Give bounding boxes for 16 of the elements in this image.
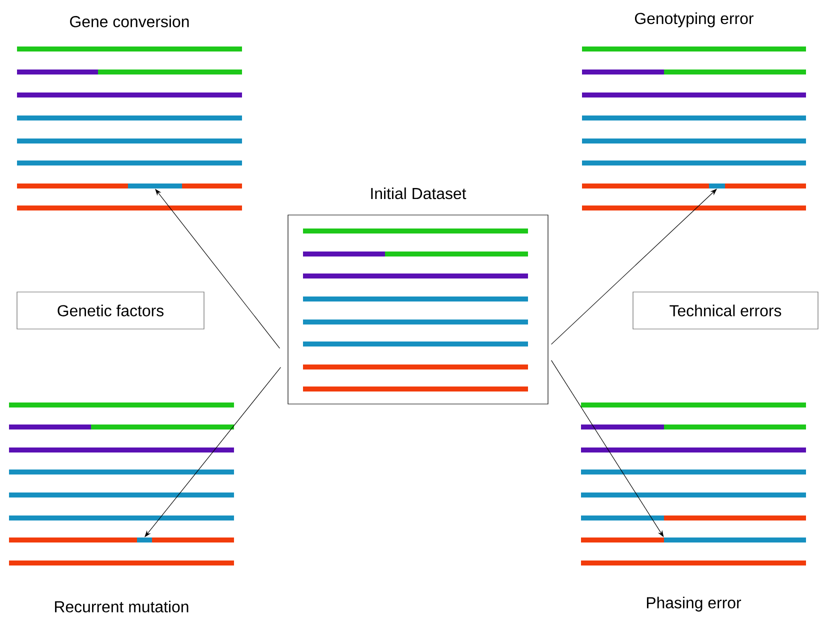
dataset-box: Initial Dataset [288, 187, 548, 404]
bar-segment [137, 538, 152, 542]
node-label: Phasing error [646, 596, 742, 612]
haplotype-panel: Gene conversion [17, 16, 242, 210]
label-box: Genetic factors [16, 292, 204, 330]
node-label: Recurrent mutation [55, 600, 188, 612]
bar-segment [664, 538, 806, 542]
bar-segment [128, 184, 182, 188]
node-label: Gene conversion [70, 16, 189, 28]
haplotype-panel: Phasing error [581, 402, 806, 612]
label-box: Technical errors [632, 292, 818, 330]
bar-segment [709, 184, 725, 188]
node-label: Initial Dataset [371, 187, 466, 200]
node-label: Genotyping error [634, 12, 754, 28]
haplotype-panel: Recurrent mutation [9, 402, 234, 612]
haplotype-panel: Genotyping error [582, 12, 806, 210]
